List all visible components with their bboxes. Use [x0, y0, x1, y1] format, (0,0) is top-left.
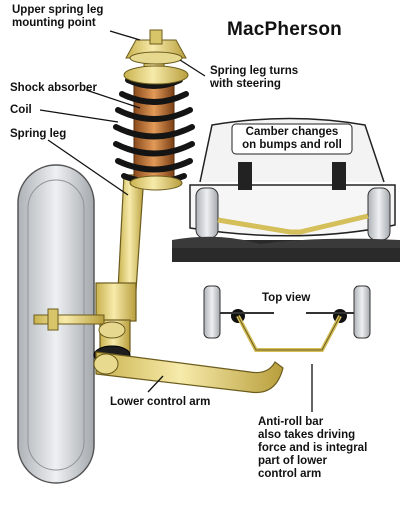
coil-spring: [113, 77, 195, 185]
label-anti-roll-bar: Anti-roll bar also takes driving force a…: [258, 416, 368, 480]
label-spring-leg: Spring leg: [10, 128, 67, 140]
diagram-title: MacPherson: [227, 19, 342, 40]
label-top-view: Top view: [262, 292, 311, 304]
top-view-illustration: [203, 285, 371, 352]
spring-leg-strut: [33, 174, 145, 365]
label-spring-leg-turns: Spring leg turns with steering: [210, 65, 299, 90]
lower-control-arm: [93, 351, 284, 394]
label-upper-mount: Upper spring leg mounting point: [12, 4, 104, 29]
label-coil: Coil: [10, 104, 32, 116]
label-lower-control-arm: Lower control arm: [110, 396, 211, 408]
leader-lines: [39, 30, 313, 412]
camber-car-illustration: [172, 117, 400, 262]
upper-mount: [123, 29, 189, 191]
label-camber: Camber changes on bumps and roll: [242, 126, 342, 151]
label-shock-absorber: Shock absorber: [10, 82, 97, 94]
